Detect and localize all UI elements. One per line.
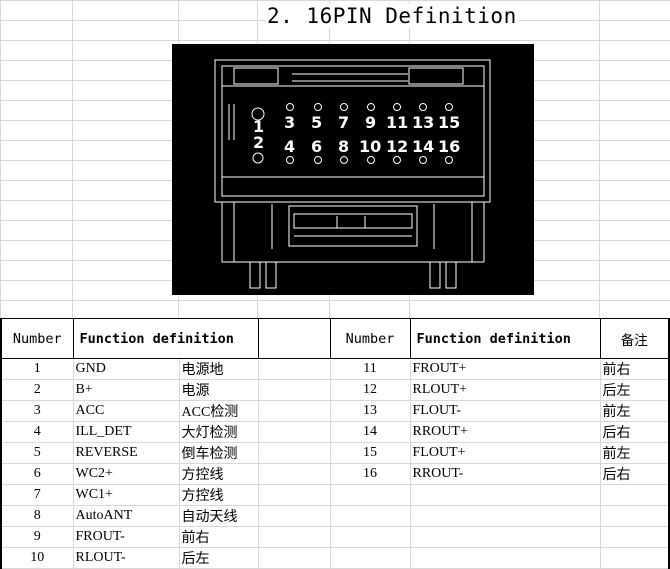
pin-note: 后左 [599, 379, 670, 401]
pin-function: WC1+ [72, 484, 180, 506]
table-row: 9 FROUT- 前右 [0, 526, 670, 548]
pin-number: 4 [0, 421, 74, 443]
header-function-right: Function definition [409, 318, 601, 359]
pin-note: 电源 [178, 379, 259, 401]
pin-function: RLOUT- [72, 547, 180, 569]
table-row: 6 WC2+ 方控线 16 RROUT- 后右 [0, 463, 670, 485]
pin-label-6: 6 [311, 137, 323, 156]
header-number-right: Number [329, 318, 411, 359]
pin-number: 13 [329, 400, 411, 422]
pin-note: 后右 [599, 463, 670, 485]
pin-note: ACC检测 [178, 400, 259, 422]
pin-function: FLOUT- [409, 400, 601, 422]
pin-label-16: 16 [438, 137, 461, 156]
connector-diagram: 1 2 3 4 5 6 7 8 9 10 11 12 13 14 15 16 [172, 44, 534, 295]
table-row: 3 ACC ACC检测 13 FLOUT- 前左 [0, 400, 670, 422]
pin-number: 7 [0, 484, 74, 506]
table-row: 5 REVERSE 倒车检测 15 FLOUT+ 前左 [0, 442, 670, 464]
pin-number: 14 [329, 421, 411, 443]
header-number-left: Number [0, 318, 74, 359]
pin-number: 9 [0, 526, 74, 548]
pin-note: 电源地 [178, 358, 259, 380]
pin-note: 前右 [599, 358, 670, 380]
pin-function: AutoANT [72, 505, 180, 527]
pin-label-1: 1 [253, 117, 265, 136]
pin-note: 倒车检测 [178, 442, 259, 464]
pin-label-7: 7 [338, 113, 350, 132]
pin-number: 5 [0, 442, 74, 464]
pin-note: 后右 [599, 421, 670, 443]
pin-note: 大灯检测 [178, 421, 259, 443]
pin-function: RROUT+ [409, 421, 601, 443]
pin-function: WC2+ [72, 463, 180, 485]
pin-label-12: 12 [386, 137, 409, 156]
pin-number: 6 [0, 463, 74, 485]
pin-function: ACC [72, 400, 180, 422]
section-title: 2. 16PIN Definition [265, 4, 519, 28]
pin-number: 11 [329, 358, 411, 380]
header-function-left: Function definition [72, 318, 259, 359]
table-row: 10 RLOUT- 后左 [0, 547, 670, 569]
pin-number: 15 [329, 442, 411, 464]
table-row: 7 WC1+ 方控线 [0, 484, 670, 506]
pin-function: RROUT- [409, 463, 601, 485]
pin-number: 1 [0, 358, 74, 380]
header-note-right: 备注 [599, 318, 670, 359]
pin-label-3: 3 [284, 113, 296, 132]
table-row: 1 GND 电源地 11 FROUT+ 前右 [0, 358, 670, 380]
pin-label-5: 5 [311, 113, 323, 132]
pin-label-14: 14 [412, 137, 435, 156]
table-row: 2 B+ 电源 12 RLOUT+ 后左 [0, 379, 670, 401]
pin-number: 10 [0, 547, 74, 569]
pin-function: FROUT- [72, 526, 180, 548]
pin-note: 前右 [178, 526, 259, 548]
pin-function: GND [72, 358, 180, 380]
connector-drawing [214, 59, 491, 289]
pin-function: FLOUT+ [409, 442, 601, 464]
pin-note: 自动天线 [178, 505, 259, 527]
pin-label-8: 8 [338, 137, 350, 156]
pin-note: 方控线 [178, 484, 259, 506]
pin-number: 8 [0, 505, 74, 527]
pin-function: RLOUT+ [409, 379, 601, 401]
pin-label-13: 13 [412, 113, 435, 132]
pin-function: FROUT+ [409, 358, 601, 380]
pin-number: 2 [0, 379, 74, 401]
pin-note: 后左 [178, 547, 259, 569]
pin-function: B+ [72, 379, 180, 401]
pin-label-2: 2 [253, 133, 265, 152]
pin-function: REVERSE [72, 442, 180, 464]
pin-number: 16 [329, 463, 411, 485]
pin-note: 方控线 [178, 463, 259, 485]
pin-function: ILL_DET [72, 421, 180, 443]
table-header-row: Number Function definition Number Functi… [0, 318, 670, 359]
table-row: 8 AutoANT 自动天线 [0, 505, 670, 527]
pin-label-9: 9 [365, 113, 377, 132]
pin-label-15: 15 [438, 113, 461, 132]
pin-definition-table: Number Function definition Number Functi… [0, 318, 670, 569]
header-gap [257, 318, 331, 359]
table-row: 4 ILL_DET 大灯检测 14 RROUT+ 后右 [0, 421, 670, 443]
pin-label-4: 4 [284, 137, 296, 156]
pin-label-10: 10 [359, 137, 382, 156]
pin-label-11: 11 [386, 113, 409, 132]
pin-number: 12 [329, 379, 411, 401]
pin-number: 3 [0, 400, 74, 422]
pin-note: 前左 [599, 442, 670, 464]
pin-note: 前左 [599, 400, 670, 422]
